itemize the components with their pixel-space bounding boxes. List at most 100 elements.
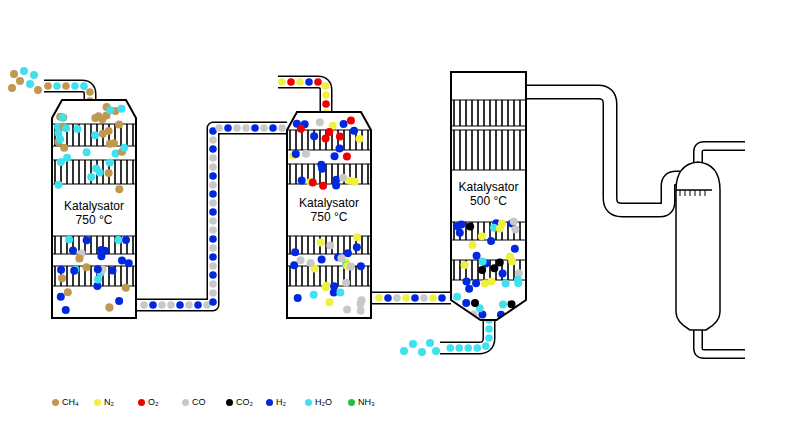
legend-swatch <box>226 399 233 406</box>
molecule-dot <box>330 282 338 290</box>
molecule-dot <box>94 265 102 273</box>
molecule-dot <box>446 344 454 352</box>
legend-swatch <box>305 399 312 406</box>
legend-item: H₂O <box>305 397 332 407</box>
molecule-dot <box>317 239 325 247</box>
molecule-dot <box>466 222 474 230</box>
molecule-dot <box>502 279 510 287</box>
legend-text: CO₂ <box>236 397 253 407</box>
molecule-dot <box>118 256 126 264</box>
legend-swatch <box>52 399 59 406</box>
molecule-dot <box>140 301 148 309</box>
molecule-dot <box>318 255 326 263</box>
nozzle-stroke <box>700 190 701 196</box>
legend-text: NH₃ <box>358 397 375 407</box>
legend-item: CO₂ <box>226 397 253 407</box>
molecule-dot <box>99 130 107 138</box>
molecule-dot <box>86 88 94 96</box>
molecule-dot <box>149 301 157 309</box>
molecule-dot <box>87 173 95 181</box>
legend-text: O₂ <box>148 397 159 407</box>
legend-swatch <box>348 399 355 406</box>
molecule-dot <box>310 291 318 299</box>
nozzle-stroke <box>680 190 681 196</box>
process-pipe <box>136 124 287 309</box>
molecule-dot <box>54 181 62 189</box>
legend-text: CH₄ <box>62 397 79 407</box>
molecule-dot <box>62 82 70 90</box>
molecule-dot <box>326 241 334 249</box>
molecule-dot <box>209 136 217 144</box>
molecule-dot <box>291 248 299 256</box>
molecule-dot <box>456 229 464 237</box>
molecule-dot <box>260 124 268 132</box>
molecule-dot <box>83 148 91 156</box>
molecule-dot <box>176 301 184 309</box>
molecule-dot <box>209 271 217 279</box>
molecule-dot <box>487 237 495 245</box>
molecule-dot <box>296 78 304 86</box>
vessel-fill <box>451 72 526 320</box>
molecule-dot <box>53 82 61 90</box>
molecule-dot <box>375 294 383 302</box>
molecule-dot <box>353 233 361 241</box>
pipe-wall <box>136 128 287 305</box>
loose-molecules <box>8 67 440 356</box>
molecule-dot <box>485 325 493 333</box>
legend-swatch <box>94 399 101 406</box>
catalyst-bed <box>451 100 526 126</box>
legend-item: CH₄ <box>52 397 79 407</box>
molecule-dot <box>499 301 507 309</box>
vessel-wall <box>451 72 526 320</box>
molecule-dot <box>278 78 286 86</box>
molecule-dot <box>506 253 514 261</box>
molecule-dot <box>322 91 330 99</box>
separator-vessel <box>676 162 720 330</box>
molecule-dot <box>319 182 327 190</box>
molecule-dot <box>122 284 130 292</box>
molecule-dot <box>357 307 365 315</box>
catalyst-label: Katalysator 500 °C <box>454 180 523 210</box>
vessel-interior <box>287 117 371 315</box>
molecule-dot <box>294 294 302 302</box>
molecule-dot <box>97 246 105 254</box>
molecule-dot <box>336 289 344 297</box>
pipe-bore <box>371 293 451 303</box>
molecule-dot <box>297 125 305 133</box>
molecule-dot <box>393 294 401 302</box>
vessel-fill <box>287 112 371 318</box>
legend-text: CO <box>192 397 206 407</box>
reactor-vessel: Katalysator 500 °C <box>451 72 526 320</box>
molecule-dot <box>460 261 468 269</box>
legend-item: NH₃ <box>348 397 375 407</box>
molecule-dot <box>233 124 241 132</box>
molecule-dot <box>59 114 67 122</box>
molecule-dot <box>462 299 470 307</box>
molecule-dot <box>307 259 315 267</box>
vessel-wall <box>287 112 371 318</box>
separator-tray <box>676 189 712 191</box>
molecule-dot <box>185 301 193 309</box>
molecule-dot <box>297 256 305 264</box>
molecule-dot <box>167 301 175 309</box>
molecule-dot <box>114 236 122 244</box>
molecule-dot <box>209 190 217 198</box>
molecule-dot <box>473 344 481 352</box>
catalyst-bed <box>52 266 136 286</box>
molecule-dot <box>278 124 286 132</box>
molecule-dot <box>453 293 461 301</box>
molecule-dot <box>325 298 333 306</box>
molecule-dot <box>64 288 72 296</box>
molecule-dot <box>80 82 88 90</box>
molecule-dot <box>287 78 295 86</box>
molecule-dot <box>347 263 355 271</box>
legend-text: N₂ <box>104 397 114 407</box>
legend-item: H₂ <box>266 397 286 407</box>
molecule-dot <box>322 135 330 143</box>
molecule-dot <box>122 236 130 244</box>
molecule-dot <box>479 257 487 265</box>
vessel-interior <box>451 100 526 319</box>
molecule-dot <box>209 244 217 252</box>
